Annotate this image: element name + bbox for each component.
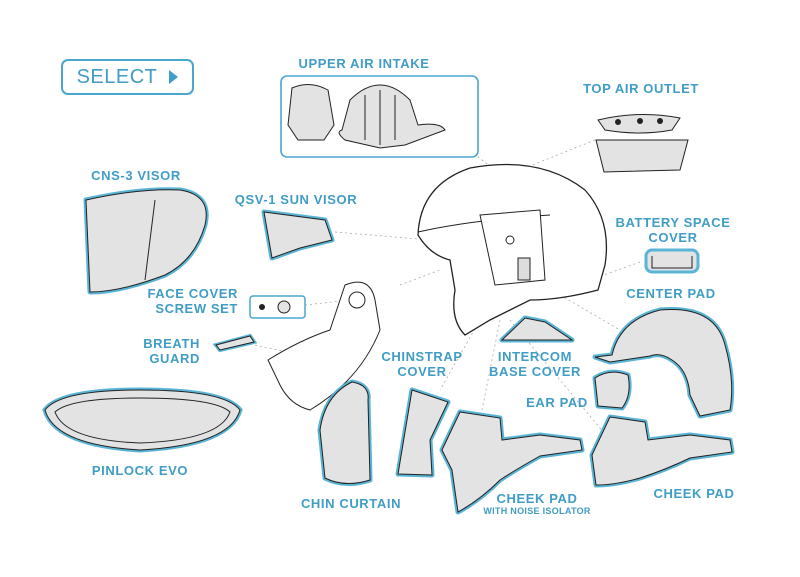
- play-triangle-icon: [169, 70, 179, 84]
- label-pinlock-evo[interactable]: PINLOCK EVO: [91, 463, 189, 478]
- label-face-cover-screw-set[interactable]: FACE COVER SCREW SET: [147, 286, 238, 316]
- label-cheek-pad-noise-isolator[interactable]: CHEEK PAD WITH NOISE ISOLATOR: [483, 491, 590, 516]
- face-cover-screw-set-part[interactable]: [249, 295, 306, 319]
- cheek-pad-noise-isolator-part[interactable]: [439, 409, 585, 515]
- label-line: GUARD: [149, 351, 200, 366]
- cheek-pad-part[interactable]: [589, 414, 735, 488]
- label-line: CHINSTRAP: [381, 349, 463, 364]
- top-air-outlet-part[interactable]: [595, 113, 689, 173]
- label-top-air-outlet[interactable]: TOP AIR OUTLET: [583, 81, 699, 96]
- face-cover-part[interactable]: [267, 281, 381, 411]
- label-chin-curtain[interactable]: CHIN CURTAIN: [300, 496, 402, 511]
- helmet-shell: [417, 163, 608, 336]
- cns3-visor-part[interactable]: [83, 187, 209, 295]
- label-line: CHEEK PAD: [496, 491, 578, 506]
- label-line: COVER: [397, 364, 447, 379]
- upper-air-intake-part[interactable]: [280, 75, 479, 158]
- label-breath-guard[interactable]: BREATH GUARD: [143, 336, 200, 366]
- chinstrap-cover-part[interactable]: [395, 387, 451, 478]
- ear-pad-part[interactable]: [592, 369, 632, 411]
- label-line: INTERCOM: [497, 349, 573, 364]
- label-line: BATTERY SPACE: [615, 215, 731, 230]
- label-battery-space-cover[interactable]: BATTERY SPACE COVER: [616, 215, 731, 245]
- battery-space-cover-part[interactable]: [644, 248, 700, 274]
- qsv1-sun-visor-part[interactable]: [261, 209, 335, 261]
- label-upper-air-intake[interactable]: UPPER AIR INTAKE: [298, 56, 430, 71]
- label-line: SCREW SET: [155, 301, 238, 316]
- select-label: SELECT: [76, 65, 158, 88]
- label-chinstrap-cover[interactable]: CHINSTRAP COVER: [381, 349, 462, 379]
- label-ear-pad[interactable]: EAR PAD: [526, 395, 588, 410]
- center-pad-part[interactable]: [592, 306, 735, 419]
- label-line: FACE COVER: [147, 286, 238, 301]
- pinlock-evo-part[interactable]: [42, 387, 243, 453]
- label-cns3-visor[interactable]: CNS-3 VISOR: [91, 168, 181, 183]
- label-line: BREATH: [143, 336, 200, 351]
- label-qsv1-sun-visor[interactable]: QSV-1 SUN VISOR: [234, 192, 358, 207]
- chin-curtain-part[interactable]: [317, 379, 373, 486]
- select-button[interactable]: SELECT: [61, 59, 194, 95]
- breath-guard-part[interactable]: [212, 333, 258, 353]
- label-intercom-base-cover[interactable]: INTERCOM BASE COVER: [489, 349, 581, 379]
- label-center-pad[interactable]: CENTER PAD: [626, 286, 716, 301]
- label-cheek-pad[interactable]: CHEEK PAD: [653, 486, 735, 501]
- intercom-base-cover-part[interactable]: [499, 315, 575, 343]
- label-line: BASE COVER: [489, 364, 581, 379]
- label-subline: WITH NOISE ISOLATOR: [483, 506, 591, 516]
- label-line: COVER: [648, 230, 698, 245]
